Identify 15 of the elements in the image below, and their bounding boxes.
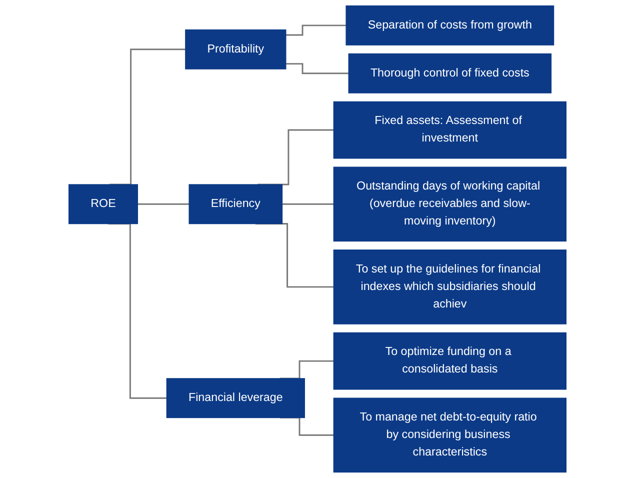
node-box: Efficiency	[188, 184, 283, 224]
node-box: ROE	[68, 184, 138, 224]
node-box: To optimize funding on a consolidated basis	[333, 332, 566, 390]
node-box: To set up the guidelines for financial indexes which subsidiaries should achiev	[333, 250, 566, 324]
node-box: Separation of costs from growth	[346, 5, 554, 46]
connector	[282, 203, 334, 205]
connector	[286, 24, 346, 36]
node-box: To manage net debt-to-equity ratio by considering business characteristics	[333, 398, 566, 473]
connector	[286, 63, 349, 74]
node-box: Thorough control of fixed costs	[348, 53, 552, 94]
node-box: Outstanding days of working capital (overdue receivables and slow-moving inventory)	[333, 166, 566, 242]
connector	[138, 203, 190, 205]
node-box: Fixed assets: Assessment of investment	[333, 101, 566, 159]
node-box: Financial leverage	[166, 378, 305, 418]
node-box: Profitability	[185, 29, 286, 70]
